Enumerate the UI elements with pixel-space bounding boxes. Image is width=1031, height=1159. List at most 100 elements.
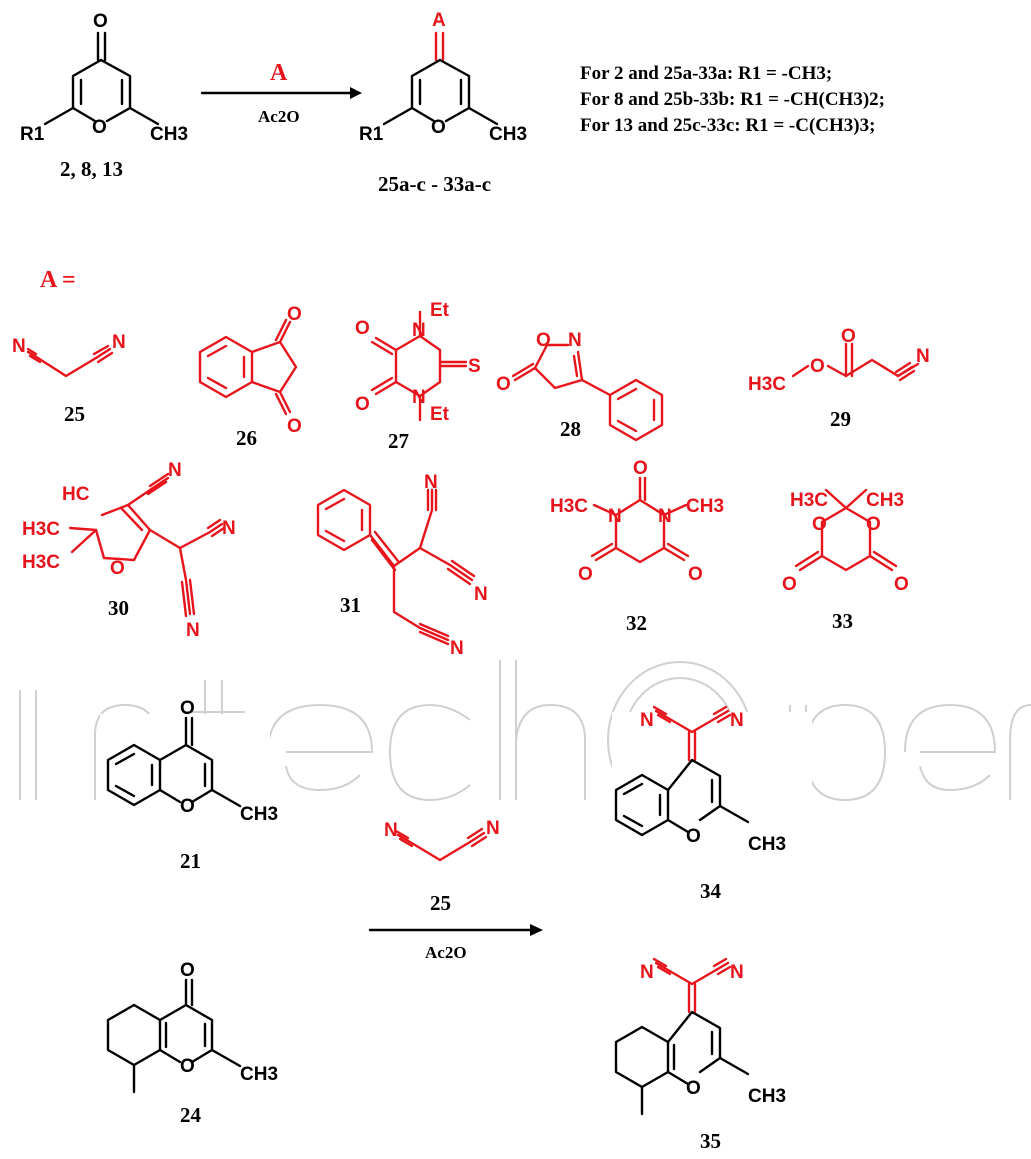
atom-o: O [496,374,511,395]
atom-o: O [431,117,446,138]
atom-ch3: CH3 [686,496,724,517]
atom-hc: HC [62,484,90,505]
atom-ch3: CH3 [748,1086,786,1107]
atom-o: O [688,564,703,585]
atom-n: N [450,638,464,659]
compound-31: N N N [316,472,488,659]
atom-n: N [412,320,426,341]
atom-ch3: CH3 [150,124,188,145]
compound-26: O O [198,304,302,437]
compound-label-product: 25a-c - 33a-c [378,172,491,196]
compound-27: O O N N S Et Et [355,300,481,425]
atom-n: N [608,506,622,527]
atom-o: O [686,1078,701,1099]
atom-h3c: H3C [748,374,786,395]
atom-h3c: H3C [22,519,60,540]
atom-o: O [355,394,370,415]
compound-34: N N O CH3 [612,705,812,862]
compound-label-start: 2, 8, 13 [60,157,123,181]
atom-o: O [92,117,107,138]
atom-o: O [93,11,108,32]
atom-o: O [180,960,195,981]
atom-n: N [12,336,26,357]
atom-ch3: CH3 [866,490,904,511]
atom-n: N [112,332,126,353]
atom-o: O [633,458,648,479]
atom-n: N [412,387,426,408]
atom-a: A [432,10,446,31]
atom-o: O [841,326,856,347]
compound-32: O H3C N N CH3 O O [550,458,724,585]
reaction-arrow-1: A Ac2O [200,60,362,126]
compound-label-32: 32 [626,611,647,635]
atom-n: N [640,962,654,983]
reagent-a: A [270,60,288,86]
atom-o: O [287,416,302,437]
note-line-2: For 8 and 25b-33b: R1 = -CH(CH3)2; [580,89,885,110]
compound-25: N N [12,332,126,378]
atom-n: N [640,710,654,731]
atom-o: O [180,698,195,719]
atom-o: O [355,318,370,339]
compound-label-33: 33 [832,609,853,633]
atom-n: N [168,460,182,481]
atom-n: N [916,346,930,367]
atom-n: N [424,472,438,493]
compound-label-21: 21 [180,849,201,873]
atom-ch3: CH3 [748,834,786,855]
atom-n: N [222,518,236,539]
atom-n: N [486,818,500,839]
compound-label-25: 25 [64,402,85,426]
atom-o: O [866,514,881,535]
compound-21: O O CH3 [100,698,278,852]
atom-ch3: CH3 [489,124,527,145]
atom-h3c: H3C [550,496,588,517]
atom-o: O [894,574,909,595]
atom-s: S [468,356,481,377]
solvent-ac2o-2: Ac2O [425,943,467,962]
atom-n: N [384,820,398,841]
atom-n: N [730,710,744,731]
atom-n: N [474,584,488,605]
compound-30: HC N H3C H3C O N N [22,460,236,641]
solvent-ac2o: Ac2O [258,107,300,126]
compound-24: O O CH3 [106,960,278,1094]
reagent-label-25: 25 [430,891,451,915]
atom-ch3: CH3 [240,1064,278,1085]
compound-label-30: 30 [108,596,129,620]
atom-h3c: H3C [22,552,60,573]
atom-et: Et [430,300,450,321]
compound-label-31: 31 [340,593,361,617]
atom-o: O [812,514,827,535]
atom-et: Et [430,404,450,425]
atom-o: O [287,304,302,325]
a-equals: A = [40,267,76,293]
atom-n: N [658,506,672,527]
compound-29: H3C O O N [748,326,930,395]
compound-label-26: 26 [236,426,257,450]
reagent-25: N N [380,818,530,878]
atom-o: O [810,356,825,377]
atom-o: O [782,574,797,595]
atom-n: N [568,330,582,351]
atom-r1: R1 [359,124,384,145]
compound-label-34: 34 [700,879,722,903]
atom-n: N [186,620,200,641]
atom-h3c: H3C [790,490,828,511]
atom-o: O [180,1056,195,1077]
atom-r1: R1 [20,124,45,145]
reaction-arrow-2: Ac2O [368,924,543,962]
compound-label-29: 29 [830,407,851,431]
atom-n: N [730,962,744,983]
note-line-3: For 13 and 25c-33c: R1 = -C(CH3)3; [580,115,875,136]
note-line-1: For 2 and 25a-33a: R1 = -CH3; [580,63,832,84]
compound-label-27: 27 [388,429,409,453]
substituent-notes: For 2 and 25a-33a: R1 = -CH3; For 8 and … [580,63,885,136]
compound-28: O N O [496,330,664,442]
compound-25a-33c: A O R1 CH3 [359,10,527,145]
compound-label-28: 28 [560,417,581,441]
compound-33: H3C CH3 O O O O [782,488,909,595]
atom-o: O [686,826,701,847]
atom-o: O [578,564,593,585]
